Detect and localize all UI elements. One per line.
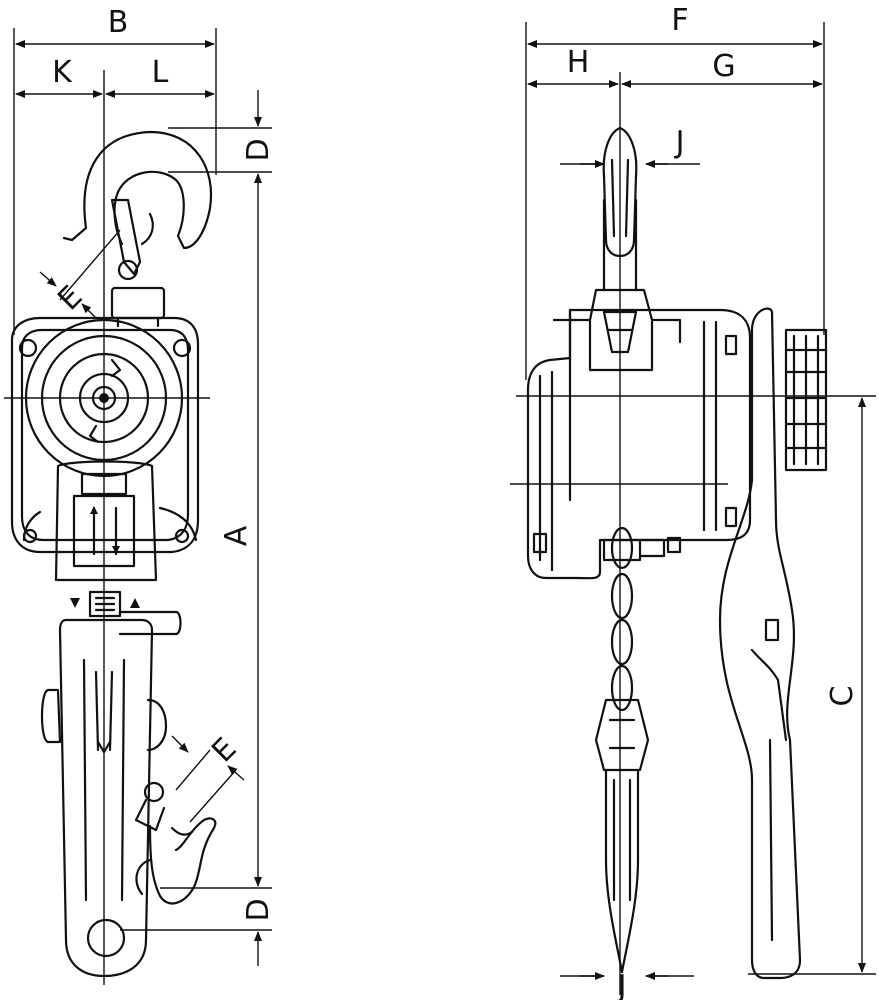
- label-b: B: [108, 5, 129, 40]
- direction-switch: [88, 590, 122, 618]
- label-g: G: [712, 49, 735, 84]
- front-view: [4, 28, 272, 985]
- label-c: C: [825, 686, 860, 707]
- dim-line-e-top-b: [81, 303, 97, 319]
- dim-line-e-bottom-b: [227, 765, 245, 781]
- dimension-labels: B K L D E A E D F H G J C J: [51, 3, 860, 1000]
- dim-line-e-top-a: [39, 271, 57, 287]
- top-hook: [83, 130, 213, 250]
- hoist-body-side: [526, 308, 752, 580]
- top-hook-side: [602, 126, 638, 258]
- side-view: [510, 22, 876, 995]
- load-chain: [610, 526, 634, 712]
- gear-drum: [24, 318, 184, 478]
- label-f: F: [671, 3, 688, 38]
- dim-line-e-bottom-a: [171, 735, 189, 753]
- label-j-top: J: [674, 125, 685, 160]
- label-a: A: [219, 525, 254, 546]
- label-d-top: D: [241, 138, 276, 161]
- label-j-bottom: J: [616, 969, 627, 1000]
- label-k: K: [52, 55, 73, 90]
- label-d-bottom: D: [241, 898, 276, 921]
- lever-handle: [58, 618, 154, 978]
- label-e-bottom: E: [205, 731, 243, 769]
- label-h: H: [567, 45, 590, 80]
- label-l: L: [152, 55, 169, 90]
- hoist-body: [10, 316, 200, 554]
- lever-side: [718, 307, 802, 980]
- label-e-top: E: [51, 279, 89, 317]
- bottom-hook: [148, 817, 217, 905]
- bottom-hook-block-side: [594, 698, 650, 772]
